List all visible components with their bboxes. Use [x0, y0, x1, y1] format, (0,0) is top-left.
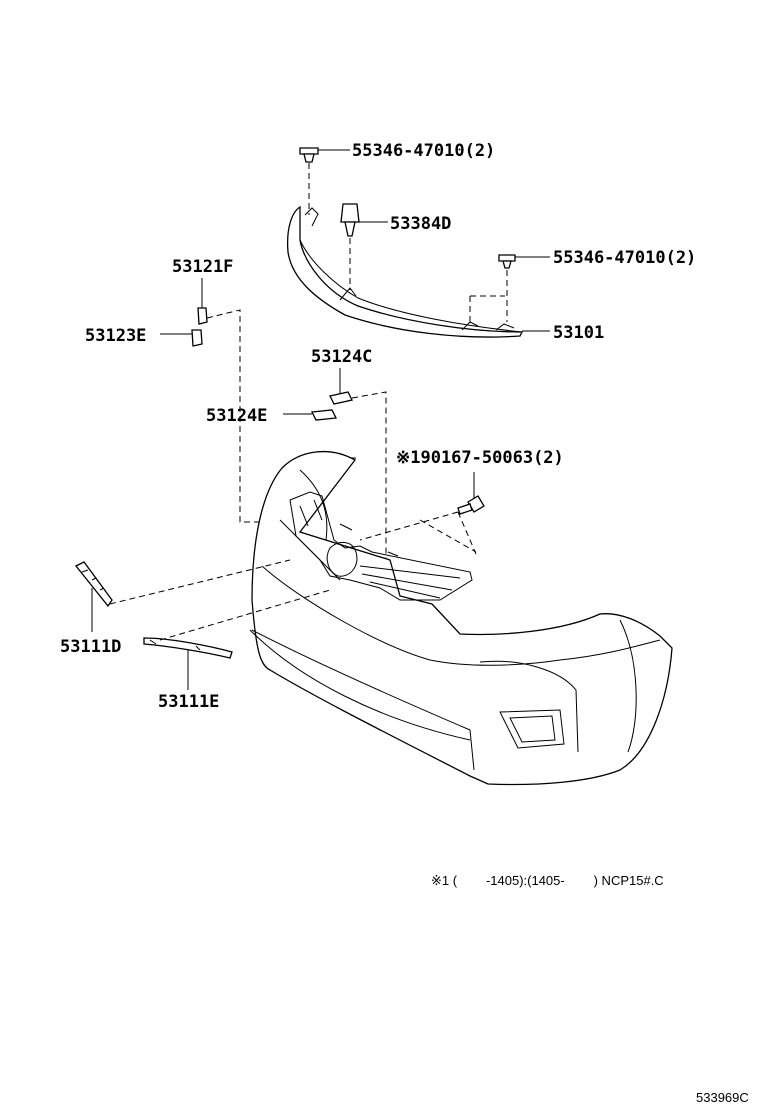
upper-cover-53101[interactable] — [286, 205, 524, 338]
diagram-code: 533969C — [696, 1090, 749, 1105]
pad-53124e[interactable] — [283, 409, 338, 421]
applicability-note: ※1 ( -1405):(1405- ) NCP15#.C — [431, 873, 664, 888]
clip-55346-47010-top[interactable] — [299, 147, 350, 163]
moulding-53111e[interactable] — [143, 637, 233, 690]
label-clip-top: 55346-47010(2) — [352, 141, 495, 161]
moulding-53111d[interactable] — [74, 561, 113, 632]
front-bumper-cover[interactable] — [249, 450, 673, 786]
clip-55346-47010-right[interactable] — [498, 254, 550, 269]
label-bolt: ※190167-50063(2) — [396, 448, 564, 468]
bolt-90167-50063[interactable] — [457, 472, 485, 515]
grille — [289, 491, 473, 601]
label-53123e: 53123E — [85, 326, 146, 346]
label-53121f: 53121F — [172, 257, 233, 277]
label-53124c: 53124C — [311, 347, 372, 367]
label-53101: 53101 — [553, 323, 604, 343]
bracket-53121f[interactable] — [197, 278, 208, 325]
bracket-53123e[interactable] — [160, 329, 203, 347]
fastener-53384d[interactable] — [340, 203, 388, 237]
label-53124e: 53124E — [206, 406, 267, 426]
label-53384d: 53384D — [390, 214, 451, 234]
label-53111e: 53111E — [158, 692, 219, 712]
pad-53124c[interactable] — [329, 368, 353, 405]
label-53111d: 53111D — [60, 637, 121, 657]
label-clip-right: 55346-47010(2) — [553, 248, 696, 268]
